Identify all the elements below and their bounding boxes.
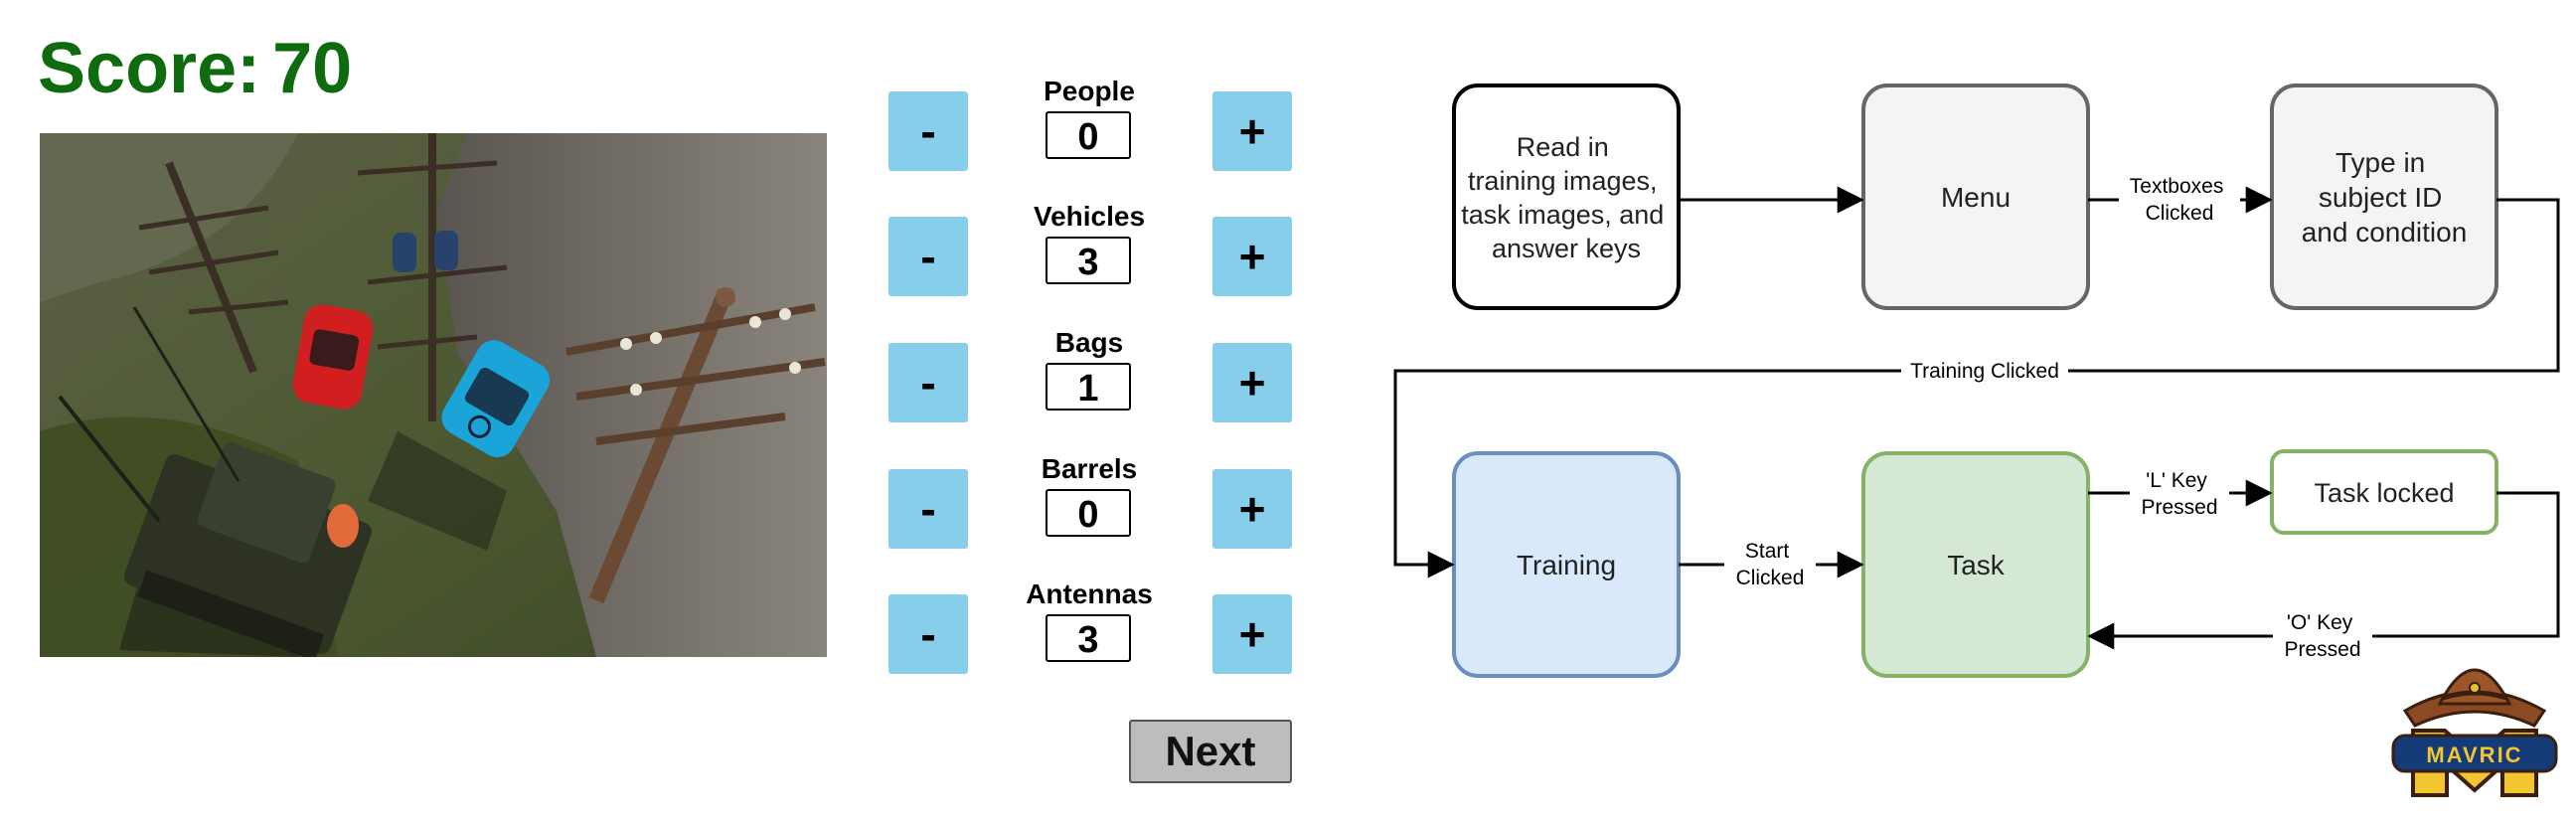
training-label: Training <box>1517 550 1616 580</box>
svg-text:'L' Key Pressed: 'L' Key Pressed <box>2141 469 2217 519</box>
next-button[interactable]: Next <box>1129 720 1292 783</box>
mavric-logo: MAVRIC <box>2391 668 2558 797</box>
menu-label: Menu <box>1941 182 2011 213</box>
scene-image <box>40 133 827 657</box>
bags-plus-button[interactable]: + <box>1212 343 1292 422</box>
svg-text:Read in training images,: Read in training images, task images, an… <box>1461 132 1672 263</box>
read-in-line: training images, <box>1468 166 1658 196</box>
edge-label: Start <box>1745 540 1790 563</box>
bags-label: Bags <box>1054 327 1124 358</box>
people-label: People <box>1044 76 1135 106</box>
barrels-count-field[interactable]: 0 <box>1046 489 1131 537</box>
antennas-minus-button[interactable]: - <box>888 594 968 674</box>
bags-count-field[interactable]: 1 <box>1046 363 1131 411</box>
score-value: 70 <box>272 29 353 108</box>
vehicles-count-field[interactable]: 3 <box>1046 237 1131 284</box>
edge-label: Clicked <box>1736 567 1805 589</box>
people-plus-button[interactable]: + <box>1212 91 1292 171</box>
node-task: Task <box>1861 451 2090 678</box>
bags-minus-button[interactable]: - <box>888 343 968 422</box>
antennas-label: Antennas <box>1026 578 1153 609</box>
edge-label: 'O' Key <box>2287 611 2353 634</box>
vehicles-plus-button[interactable]: + <box>1212 217 1292 296</box>
barrels-plus-button[interactable]: + <box>1212 469 1292 549</box>
node-menu: Menu <box>1861 83 2090 310</box>
people-count-field[interactable]: 0 <box>1046 111 1131 159</box>
barrels-label: Barrels <box>1041 453 1138 484</box>
svg-text:Textboxes Clicked: Textboxes Clicked <box>2130 175 2229 225</box>
svg-text:Start Clicked: Start Clicked <box>1736 540 1805 589</box>
type-in-line: and condition <box>2302 217 2468 247</box>
vehicles-minus-button[interactable]: - <box>888 217 968 296</box>
flow-diagram: Read in training images, task images, an… <box>1393 83 2560 678</box>
vehicles-label: Vehicles <box>1033 201 1146 232</box>
node-type-in: Type in subject ID and condition <box>2270 83 2498 310</box>
task-label: Task <box>1947 550 2006 580</box>
edge-label: 'L' Key <box>2146 469 2207 492</box>
score-display: Score:70 <box>38 28 352 109</box>
type-in-line: Type in <box>2335 147 2425 178</box>
read-in-line: answer keys <box>1492 234 1641 263</box>
node-training: Training <box>1452 451 1681 678</box>
edge-label: Training Clicked <box>1910 360 2059 383</box>
edge-label: Textboxes <box>2130 175 2224 198</box>
node-read-in: Read in training images, task images, an… <box>1452 83 1681 310</box>
antennas-count-field[interactable]: 3 <box>1046 614 1131 662</box>
read-in-line: Read in <box>1517 132 1609 162</box>
node-task-locked: Task locked <box>2270 449 2498 535</box>
edge-label: Pressed <box>2284 638 2360 661</box>
antennas-plus-button[interactable]: + <box>1212 594 1292 674</box>
score-label: Score: <box>38 29 261 108</box>
edge-label: Clicked <box>2146 202 2214 225</box>
read-in-line: task images, and <box>1461 200 1664 230</box>
people-minus-button[interactable]: - <box>888 91 968 171</box>
svg-text:Type in subject ID: Type in subject ID and condition <box>2302 147 2468 247</box>
task-locked-label: Task locked <box>2314 478 2454 508</box>
type-in-line: subject ID <box>2319 182 2443 213</box>
barrels-minus-button[interactable]: - <box>888 469 968 549</box>
svg-text:'O' Key Pressed: 'O' Key Pressed <box>2284 611 2360 661</box>
logo-text: MAVRIC <box>2426 742 2522 767</box>
edge-label: Pressed <box>2141 496 2217 519</box>
